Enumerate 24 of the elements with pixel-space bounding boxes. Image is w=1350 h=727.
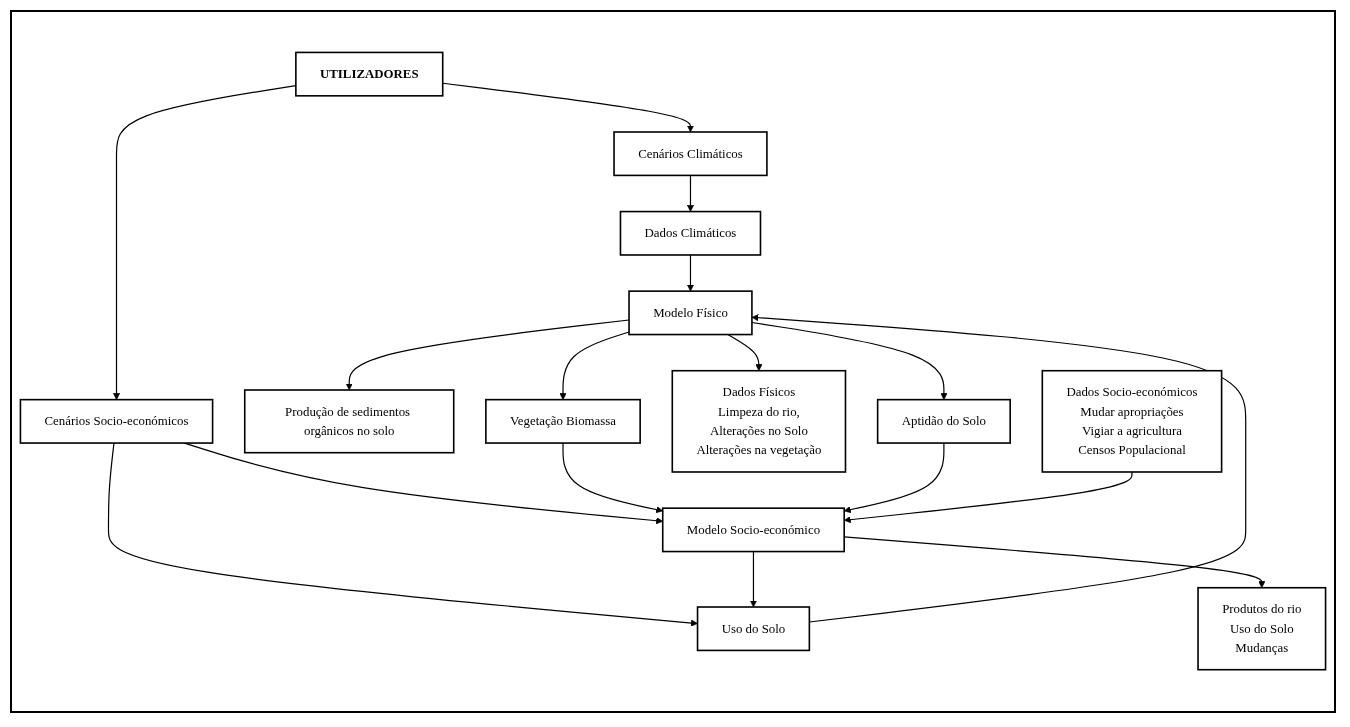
node-box: Produtos do rio Uso do Solo Mudanças [1197, 587, 1327, 671]
node-box: Modelo Socio-económico [661, 507, 845, 553]
node-box: Vegetação Biomassa [485, 399, 641, 445]
arrow [686, 175, 694, 213]
arrow [107, 442, 698, 627]
node-box: Aptidão do Solo [876, 399, 1011, 445]
node-box: Cenários Socio-económicos [19, 399, 214, 445]
arrow [751, 322, 948, 401]
arrow [559, 331, 630, 401]
arrow [727, 334, 763, 372]
arrow [751, 314, 1247, 624]
node-box: Produção de sedimentos orgânicos no solo [243, 389, 455, 454]
node-box: Dados Físicos Limpeza do rio, Alterações no Solo Alterações na vegetação [671, 370, 847, 474]
arrow [442, 83, 694, 133]
node-box: Dados Socio-económicos Mudar apropriações Vigiar a agricultura Censos Populacional [1041, 370, 1223, 474]
arrow [345, 319, 630, 391]
arrow [843, 442, 945, 514]
node-box: Uso do Solo [696, 606, 811, 652]
node-box: Modelo Físico [628, 290, 753, 336]
node-box: Cenários Climáticos [613, 131, 768, 177]
node-box: UTILIZADORES [295, 52, 444, 98]
node-box: Dados Climáticos [619, 211, 762, 257]
arrow [749, 551, 757, 608]
arrow [686, 254, 694, 292]
